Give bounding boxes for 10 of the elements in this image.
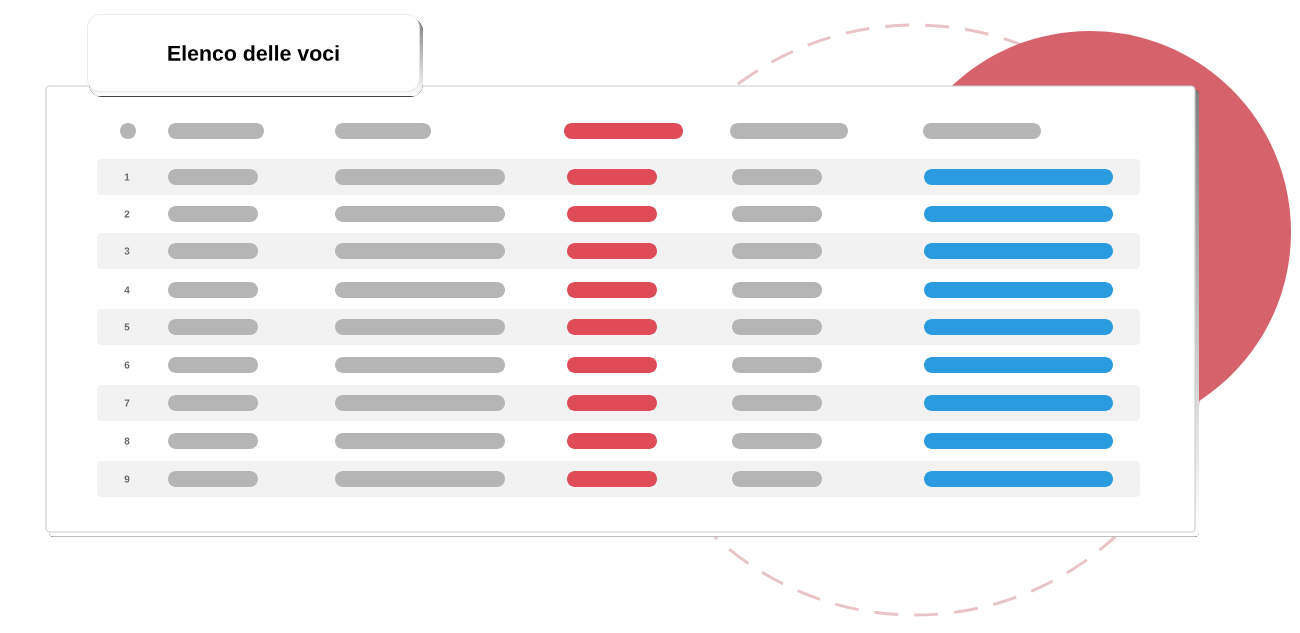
title-card: Elenco delle voci	[87, 13, 420, 93]
row-number: 5	[124, 323, 130, 331]
row-number: 6	[124, 361, 130, 369]
row-number: 1	[124, 173, 130, 181]
row-number: 9	[124, 475, 130, 483]
row-number: 4	[124, 286, 130, 294]
row-number: 7	[124, 399, 130, 407]
row-number: 8	[124, 437, 130, 445]
row-number: 2	[124, 210, 130, 218]
row-number: 3	[124, 247, 130, 255]
